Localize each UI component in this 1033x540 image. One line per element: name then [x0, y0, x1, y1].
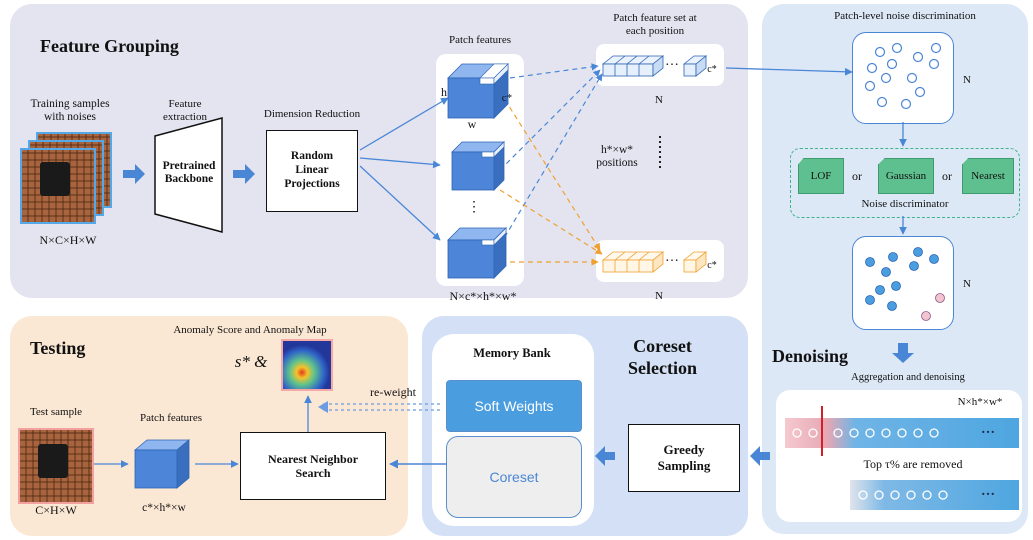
coreset-pill: Coreset [446, 436, 582, 518]
test-sample-label: Test sample [29, 406, 83, 418]
denoised-bar [850, 480, 1019, 510]
bar-dims-label: N×h*×w* [957, 396, 1003, 408]
soft-weights-pill: Soft Weights [446, 380, 582, 432]
training-sample-chip [40, 162, 70, 196]
feature-grouping-title: Feature Grouping [40, 36, 179, 56]
test-sample-chip [38, 444, 68, 478]
denoised-points [865, 247, 939, 311]
coreset-label: Coreset [489, 469, 539, 485]
bottom-ellipsis: … [665, 250, 679, 265]
top-n-label: N [655, 94, 663, 106]
feature-cubes [133, 63, 509, 489]
training-sample-1 [20, 148, 96, 224]
denoising-title: Denoising [772, 346, 849, 366]
greedy-sampling-box: Greedy Sampling [628, 424, 740, 492]
denoised-n-label: N [963, 278, 971, 290]
input-dims-label: N×C×H×W [39, 233, 97, 247]
positions-label: h*×w* positions [596, 144, 638, 170]
coreset-selection-title: Coreset Selection [628, 336, 697, 378]
backbone-shape [154, 117, 223, 233]
patch-features-label: Patch features [449, 34, 511, 46]
score-map-label: Anomaly Score and Anomaly Map [173, 324, 327, 336]
test-sample [18, 428, 94, 504]
testing-patch-dims-label: c*×h*×w [142, 502, 186, 514]
vertical-ellipsis: ⋮ [467, 200, 481, 215]
dimension-reduction-label: Dimension Reduction [263, 108, 361, 120]
soft-weights-label: Soft Weights [474, 398, 554, 414]
patch-dims-label: N×c*×h*×w* [449, 289, 517, 303]
aggregation-label: Aggregation and denoising [851, 372, 965, 383]
noise-discriminator-box [790, 148, 1020, 218]
noise-discriminator-label: Noise discriminator [861, 198, 949, 210]
feature-extraction-label: Feature extraction [163, 98, 207, 123]
training-samples-label: Training samples with noises [30, 98, 110, 124]
bar-ellipsis: … [981, 422, 995, 437]
patch-slabs-orange [601, 251, 708, 273]
or-label-1: or [852, 169, 862, 183]
bottom-n-label: N [655, 290, 663, 302]
dim-h-label: h [441, 85, 447, 99]
denoised-scatter-card [852, 236, 954, 330]
noisy-n-label: N [963, 74, 971, 86]
dim-c-label: c* [501, 92, 513, 104]
top-c-label: c* [707, 64, 717, 75]
noise-points [921, 293, 945, 321]
memory-bank-label: Memory Bank [473, 346, 551, 360]
bottom-bar-ellipsis: … [981, 484, 995, 499]
random-projection-box: Random Linear Projections [266, 130, 358, 212]
dim-w-label: w [467, 117, 477, 131]
patch-slabs-blue [601, 55, 708, 77]
gaussian-option: Gaussian [878, 158, 934, 194]
aggregation-bar [785, 418, 1019, 448]
nearest-neighbor-box: Nearest Neighbor Search [240, 432, 386, 500]
bottom-c-label: c* [707, 260, 717, 271]
nearest-option: Nearest [962, 158, 1014, 194]
score-symbol: s* & [234, 352, 268, 371]
fat-arrows [123, 164, 914, 466]
testing-title: Testing [30, 338, 86, 358]
backbone-label: Pretrained Backbone [162, 160, 216, 186]
top-ellipsis: … [665, 54, 679, 69]
patch-set-label: Patch feature set at each position [613, 12, 697, 37]
noise-panel-title: Patch-level noise discrimination [834, 10, 976, 22]
anomaly-map [281, 339, 333, 391]
removed-label: Top τ% are removed [863, 457, 963, 471]
or-label-2: or [942, 169, 952, 183]
test-dims-label: C×H×W [35, 503, 77, 517]
testing-patch-features-label: Patch features [140, 412, 202, 424]
reweight-label: re-weight [370, 385, 416, 399]
noisy-points [864, 42, 942, 110]
lof-option: LOF [798, 158, 844, 194]
